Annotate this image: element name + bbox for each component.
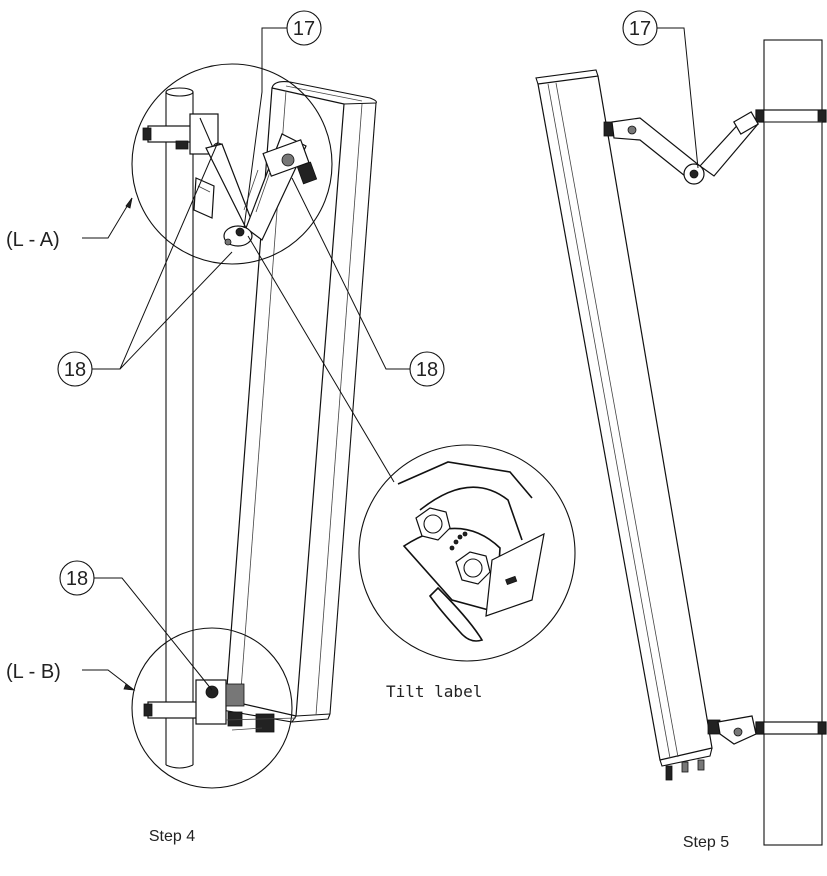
zoom-leader-line <box>247 235 395 483</box>
detail-circle-lower <box>131 627 297 789</box>
step5-antenna-body <box>535 69 713 781</box>
step5-caption: Step 5 <box>683 834 729 851</box>
step5-callout-17-number: 17 <box>629 18 651 40</box>
step4-callout-17-number: 17 <box>293 18 315 40</box>
step5-lower-clamp <box>755 721 827 735</box>
detail-label-lower: (L - B) <box>6 661 136 691</box>
detail-label-upper-text: (L - A) <box>6 229 60 251</box>
step4-callout-18-left-number: 18 <box>64 359 86 381</box>
step5-callout-17: 17 <box>622 10 699 169</box>
detail-label-upper: (L - A) <box>6 197 133 251</box>
step5-upper-bracket <box>603 111 759 185</box>
step4-callout-18-right-number: 18 <box>416 359 438 381</box>
step4-callout-18-right: 18 <box>291 177 445 387</box>
step4-callout-18-left: 18 <box>57 141 233 387</box>
detail-label-lower-text: (L - B) <box>6 661 61 683</box>
step5-drawing: 17 Step 5 <box>535 10 827 851</box>
tilt-label-text: Tilt label <box>386 682 482 701</box>
step4-callout-18-bottom-number: 18 <box>66 568 88 590</box>
step5-mast <box>763 39 823 846</box>
step4-caption: Step 4 <box>149 828 195 845</box>
tilt-scale-marks <box>449 531 468 551</box>
step4-drawing: 17 18 18 18 (L - A) <box>6 10 576 845</box>
detail-circle-upper <box>131 63 333 265</box>
step5-lower-bracket <box>707 715 757 745</box>
step4-pole <box>165 87 194 769</box>
step4-callout-18-bottom: 18 <box>59 560 213 691</box>
step4-antenna-body <box>221 81 377 723</box>
step4-callout-17: 17 <box>243 10 322 229</box>
zoom-circle-tilt <box>358 444 576 662</box>
step5-upper-clamp <box>755 109 827 123</box>
